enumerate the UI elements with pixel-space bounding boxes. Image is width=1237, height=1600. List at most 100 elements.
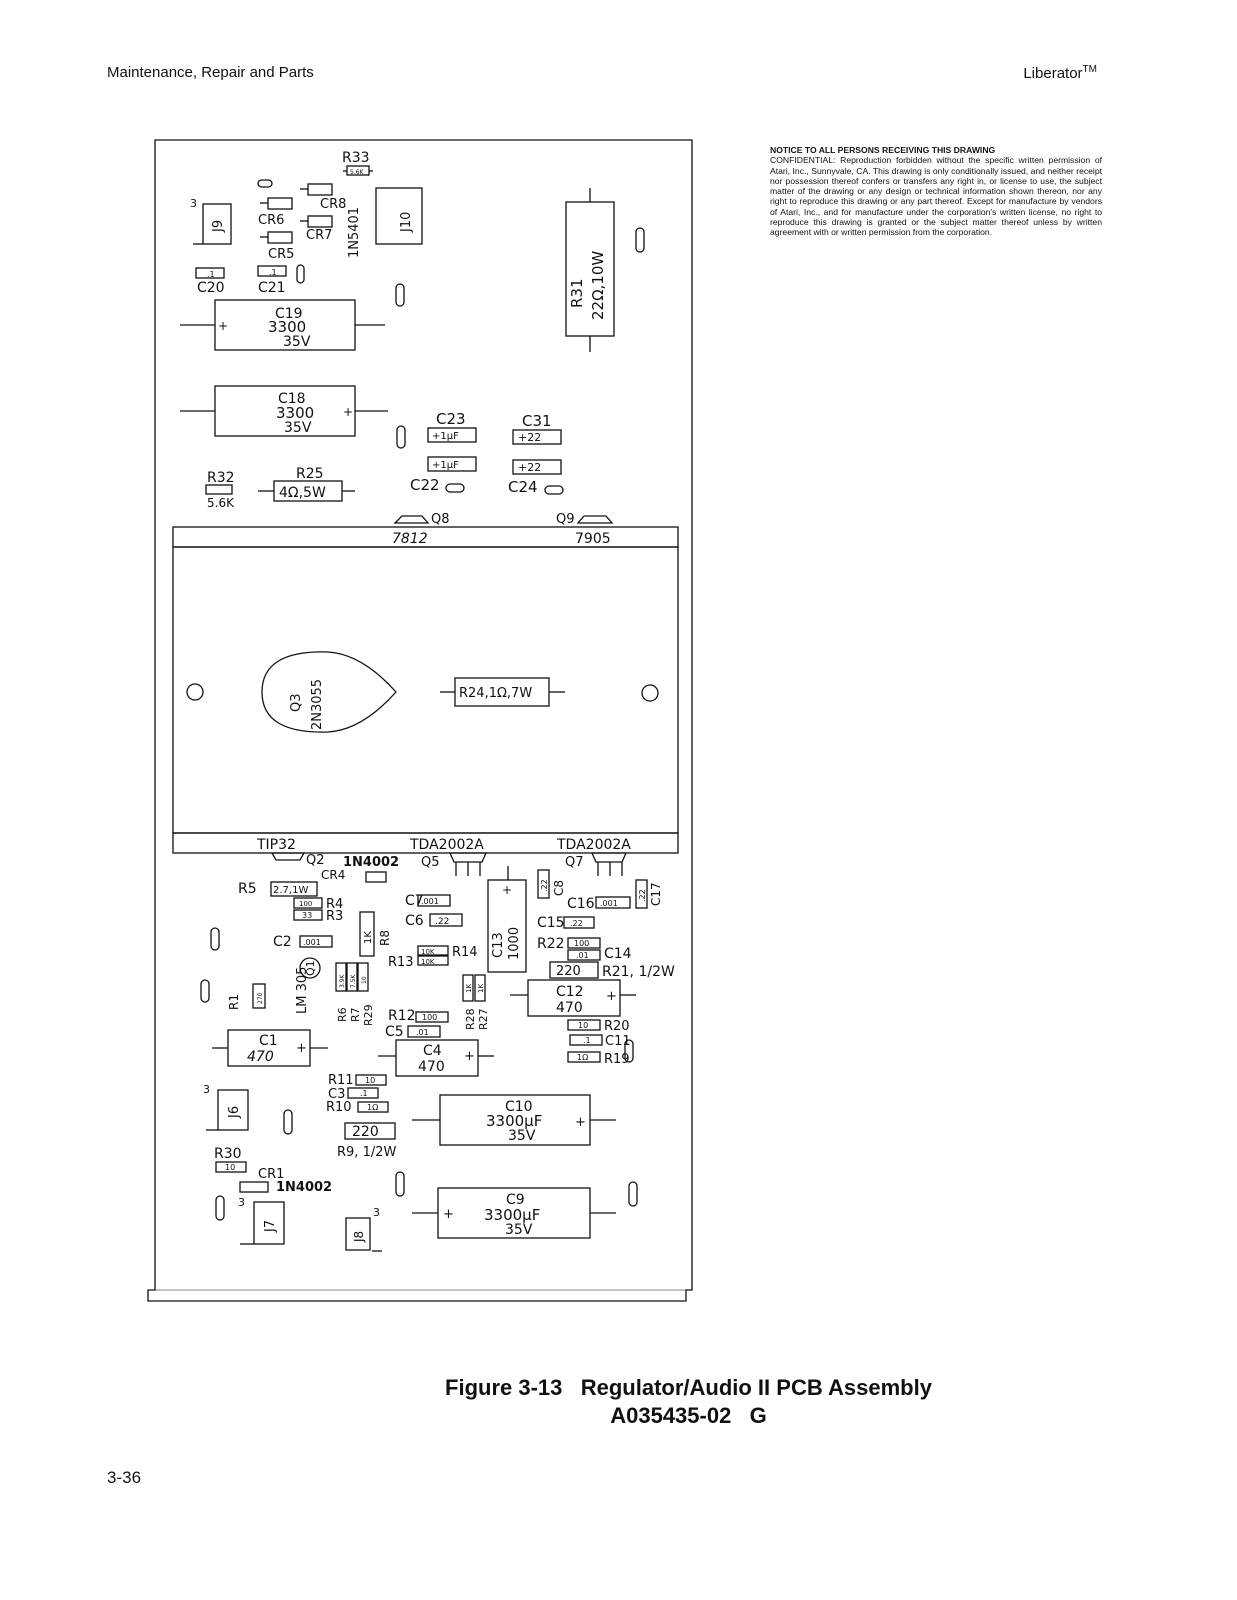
label-c2: C2 [273, 934, 292, 950]
capacitor-c22 [427, 456, 477, 472]
label-r11: R11 [328, 1073, 354, 1088]
value-r9: 220 [352, 1124, 379, 1140]
resistor-r9 [344, 1122, 396, 1140]
resistor-r32 [205, 484, 233, 495]
label-c17: C17 [649, 882, 663, 906]
value-c23: +1μF [432, 431, 459, 442]
header-section-title: Maintenance, Repair and Parts [107, 64, 314, 81]
value-r7: 7.5K [350, 973, 357, 988]
label-c31: C31 [522, 412, 552, 430]
capacitor-c24 [512, 459, 562, 475]
resistor-r4 [293, 897, 323, 909]
label-j6: J6 [227, 1106, 242, 1119]
diode-cr7-body [307, 215, 333, 228]
capacitor-c23 [427, 427, 477, 443]
label-r5: R5 [238, 881, 257, 897]
value-c2: .001 [303, 938, 321, 947]
value-r32: 5.6K [207, 496, 235, 510]
polarity-c19: + [218, 319, 228, 333]
mounting-hole-oval [395, 283, 405, 307]
label-tip32: TIP32 [256, 837, 296, 853]
confidential-notice: NOTICE TO ALL PERSONS RECEIVING THIS DRA… [770, 145, 1102, 238]
capacitor-c13 [487, 879, 527, 973]
value-r6: 3.9K [339, 973, 346, 988]
diode-cr8-body [307, 183, 333, 196]
label-c12: C12 [556, 984, 584, 1000]
mounting-hole-oval [628, 1181, 638, 1207]
label-c11: C11 [605, 1034, 631, 1049]
capacitor-c15 [563, 916, 595, 929]
label-r25: R25 [296, 466, 324, 482]
resistor-r7 [346, 962, 358, 992]
value-c8: .22 [540, 879, 549, 892]
resistor-r1 [252, 983, 266, 1009]
label-c19: C19 [275, 306, 303, 322]
polarity-c10: + [575, 1115, 586, 1130]
label-r9: R9, 1/2W [337, 1145, 396, 1160]
value-r21: 220 [556, 964, 581, 979]
value-c11: .1 [583, 1036, 591, 1045]
label-c10: C10 [505, 1099, 533, 1115]
value-r1: 270 [257, 992, 264, 1004]
resistor-r20 [567, 1019, 601, 1031]
label-q3: Q3 [289, 693, 304, 712]
c22-pad [445, 483, 465, 493]
label-q8: Q8 [431, 512, 450, 527]
label-c15: C15 [537, 915, 565, 931]
value-c10: 3300μF [486, 1112, 542, 1130]
label-r10: R10 [326, 1100, 352, 1115]
label-tda2002a-q5: TDA2002A [409, 837, 484, 853]
mounting-hole-oval [624, 1039, 634, 1063]
label-cr1: CR1 [258, 1167, 284, 1182]
value-c12: 470 [556, 1000, 583, 1016]
value-c14: .01 [576, 951, 589, 960]
value-r14: 10K [421, 948, 435, 956]
value-c6: .22 [435, 917, 449, 927]
label-r12: R12 [388, 1008, 416, 1024]
connector-j10 [375, 187, 423, 245]
label-cr4: CR4 [321, 868, 345, 882]
label-j8: J8 [352, 1231, 366, 1243]
mounting-hole-oval [296, 264, 305, 284]
capacitor-c2 [299, 935, 333, 948]
label-r14: R14 [452, 945, 478, 960]
value-c24: +22 [518, 461, 541, 474]
capacitor-c14 [567, 949, 601, 961]
value-r19: 1Ω [577, 1053, 588, 1062]
resistor-r19 [567, 1051, 601, 1063]
value-r20: 10 [578, 1021, 588, 1030]
label-j9: J9 [211, 220, 226, 233]
label-q5: Q5 [421, 855, 440, 870]
product-name: Liberator [1023, 65, 1083, 82]
label-1n5401: 1N5401 [347, 207, 362, 258]
value-r8: 1K [363, 931, 374, 944]
label-c4: C4 [423, 1043, 442, 1059]
label-c13: C13 [491, 932, 506, 958]
notice-body: CONFIDENTIAL: Reproduction forbidden wit… [770, 155, 1102, 238]
polarity-c9: + [443, 1207, 454, 1222]
resistor-r10 [357, 1101, 389, 1113]
label-c22: C22 [410, 476, 440, 494]
mounting-hole-oval [200, 979, 210, 1003]
value-c17: .22 [638, 889, 647, 902]
regulator-q8-outline [393, 515, 430, 524]
value-c31: +22 [518, 431, 541, 444]
drawing-number: A035435-02 G [610, 1403, 767, 1428]
value-r30: 10 [225, 1163, 235, 1172]
value-r4: 100 [299, 900, 312, 908]
label-c5: C5 [385, 1024, 404, 1040]
label-c23: C23 [436, 410, 466, 428]
capacitor-c6 [429, 913, 463, 927]
figure-caption: Figure 3-13 Regulator/Audio II PCB Assem… [0, 1374, 1237, 1430]
label-pin-3: 3 [203, 1083, 210, 1096]
label-1n4002-b: 1N4002 [276, 1180, 332, 1195]
capacitor-c21 [257, 265, 287, 277]
label-q7: Q7 [565, 855, 584, 870]
resistor-r30 [215, 1161, 247, 1173]
polarity-c18: + [343, 405, 353, 419]
resistor-r8 [359, 911, 375, 957]
label-tda2002a-q7: TDA2002A [556, 837, 631, 853]
resistor-r21 [549, 961, 599, 979]
label-r32: R32 [207, 470, 235, 486]
mounting-hole-oval [395, 1171, 405, 1197]
